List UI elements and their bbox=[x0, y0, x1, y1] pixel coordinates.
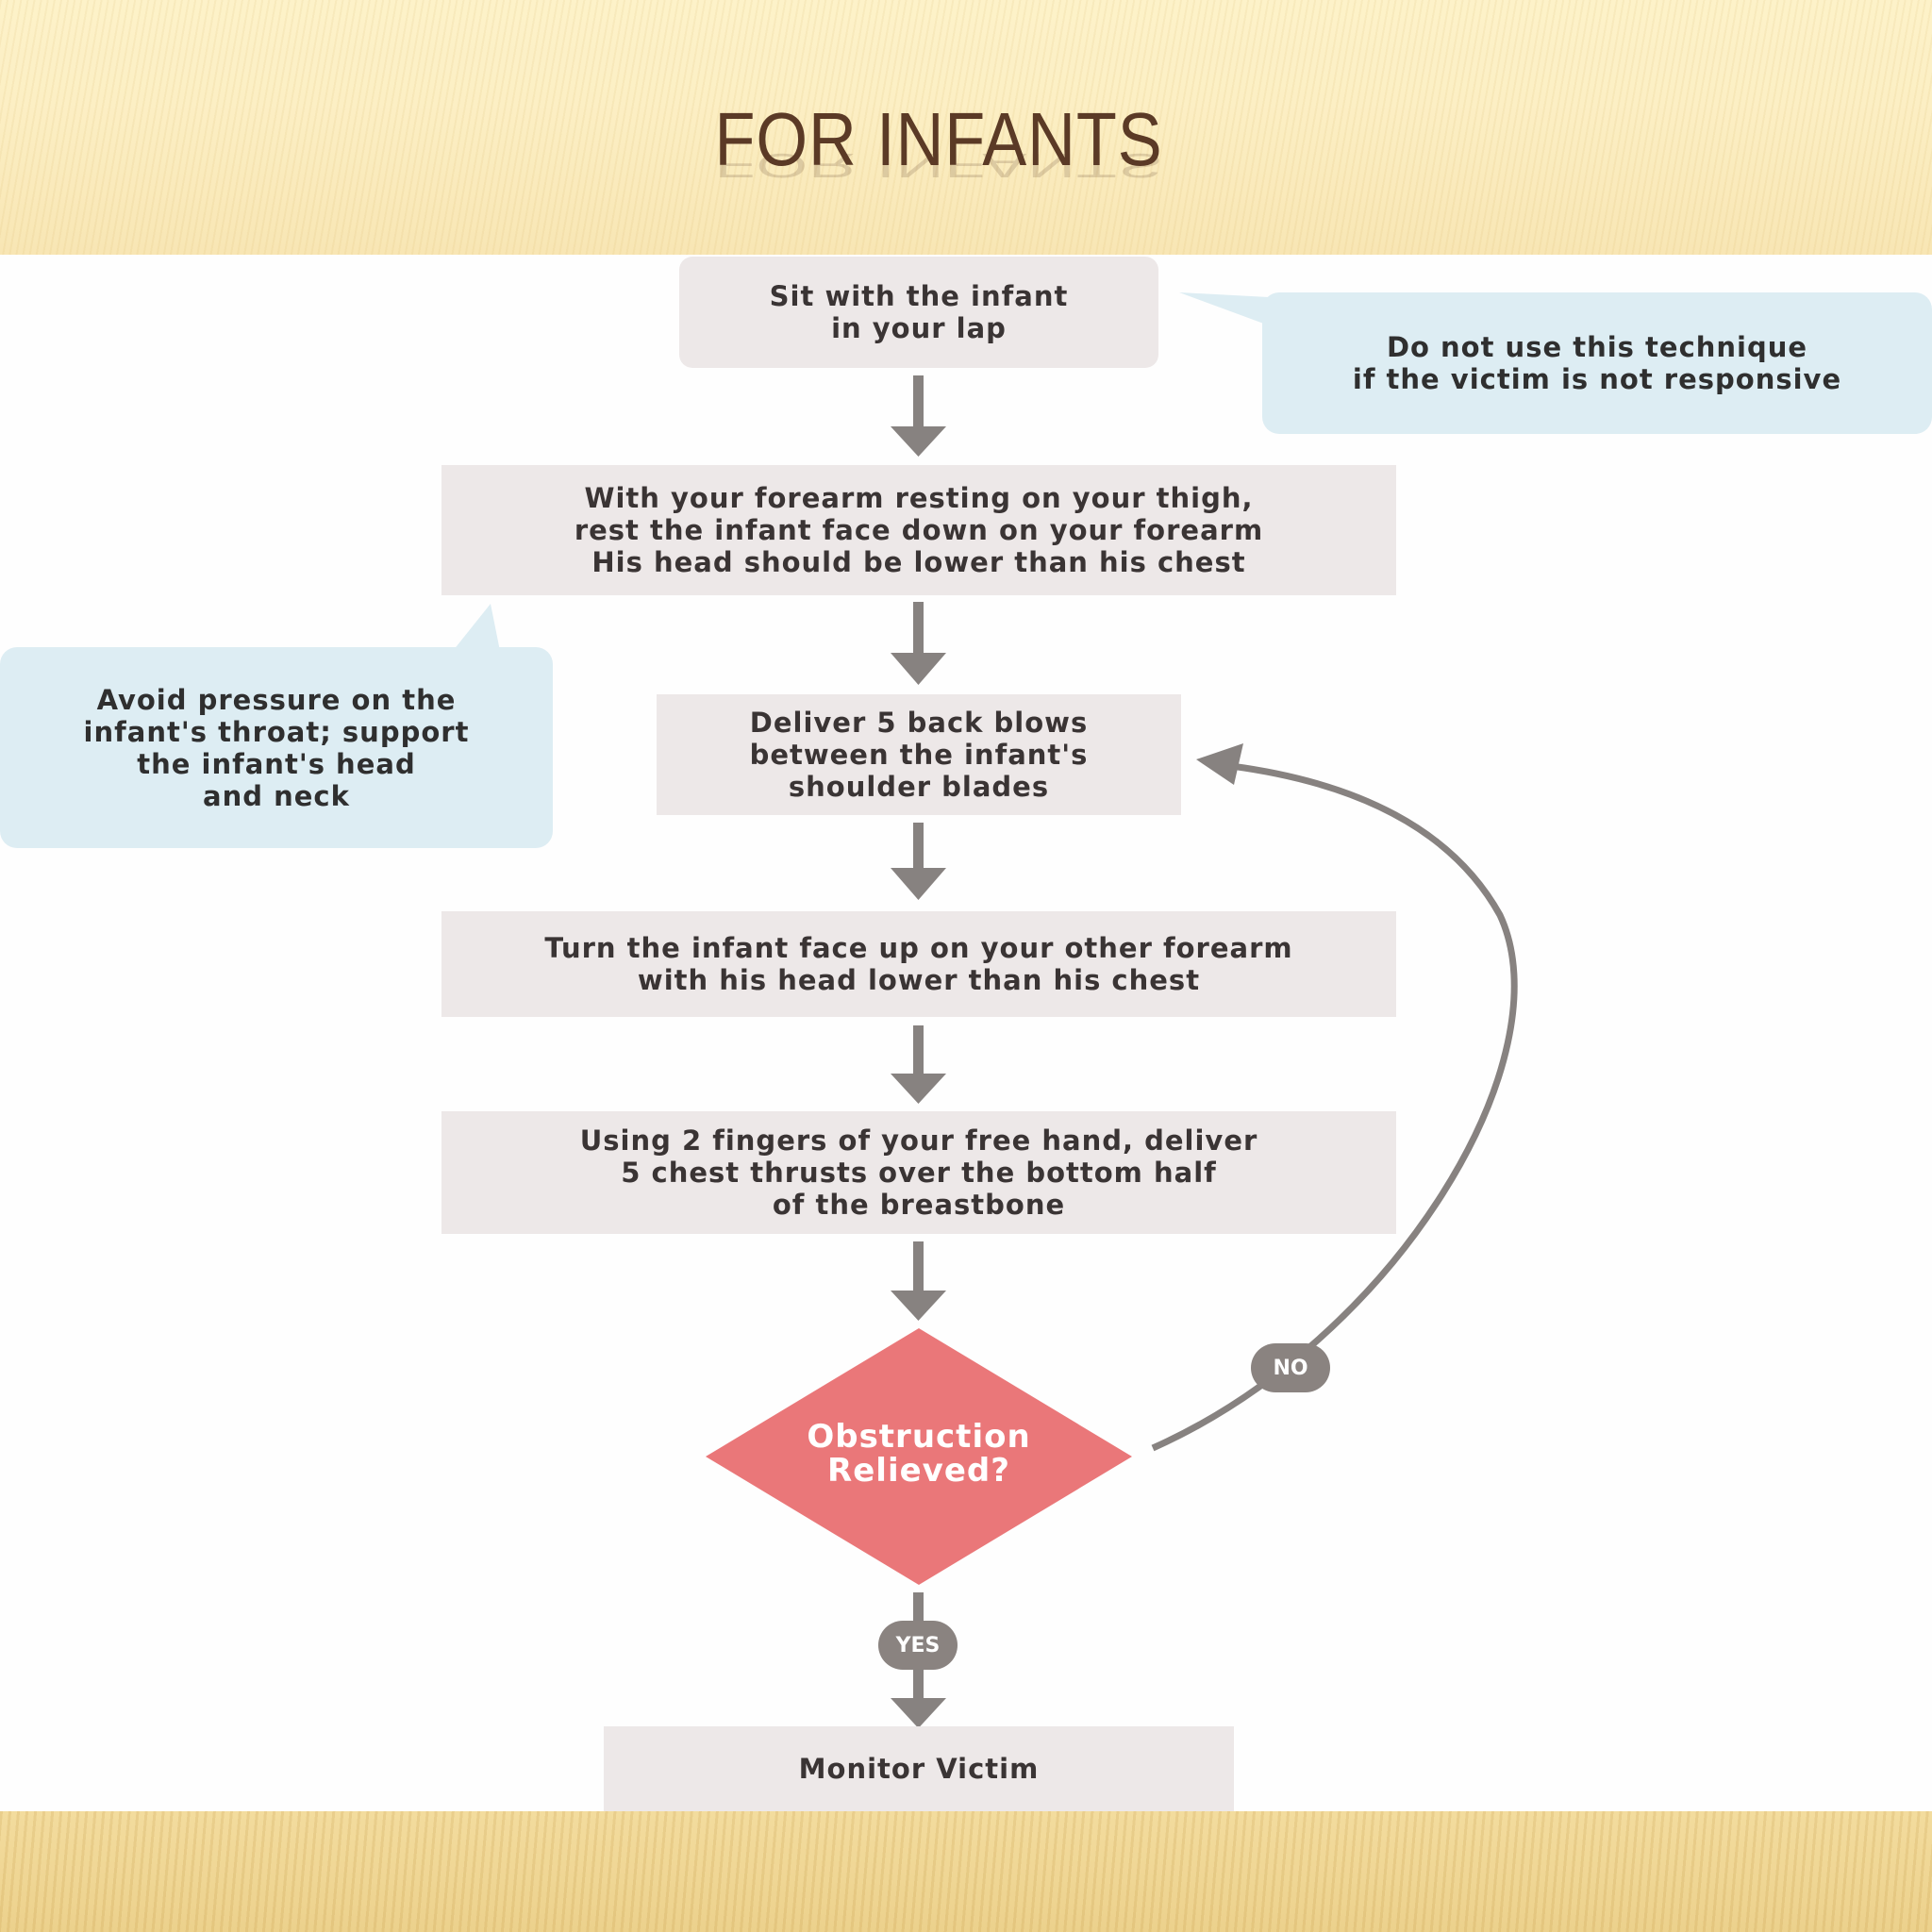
arrow-1 bbox=[891, 375, 946, 457]
yes-badge: YES bbox=[878, 1621, 958, 1670]
step-monitor-victim: Monitor Victim bbox=[604, 1726, 1234, 1811]
no-loop-arrowhead bbox=[1196, 743, 1243, 785]
callout-tail-right bbox=[1179, 292, 1269, 325]
step-chest-thrusts: Using 2 fingers of your free hand, deliv… bbox=[441, 1111, 1396, 1234]
decision-diamond bbox=[706, 1328, 1132, 1585]
arrow-2 bbox=[891, 602, 946, 685]
no-loop-arrow bbox=[1151, 762, 1518, 1452]
header-band bbox=[0, 0, 1932, 255]
decision-label: Obstruction Relieved? bbox=[807, 1418, 1031, 1490]
note-not-responsive: Do not use this technique if the victim … bbox=[1262, 292, 1932, 434]
arrow-4 bbox=[891, 1025, 946, 1104]
step-forearm-on-thigh: With your forearm resting on your thigh,… bbox=[441, 465, 1396, 595]
no-badge: NO bbox=[1251, 1343, 1330, 1392]
step-sit-with-infant: Sit with the infant in your lap bbox=[679, 257, 1158, 368]
arrow-3 bbox=[891, 823, 946, 900]
step-back-blows: Deliver 5 back blows between the infant'… bbox=[657, 694, 1181, 815]
note-avoid-pressure: Avoid pressure on the infant's throat; s… bbox=[0, 647, 553, 848]
callout-tail-left bbox=[453, 604, 500, 651]
arrow-5 bbox=[891, 1241, 946, 1321]
footer-band bbox=[0, 1811, 1932, 1932]
slide-title: FOR INFANTS bbox=[714, 97, 1163, 181]
step-turn-face-up: Turn the infant face up on your other fo… bbox=[441, 911, 1396, 1017]
